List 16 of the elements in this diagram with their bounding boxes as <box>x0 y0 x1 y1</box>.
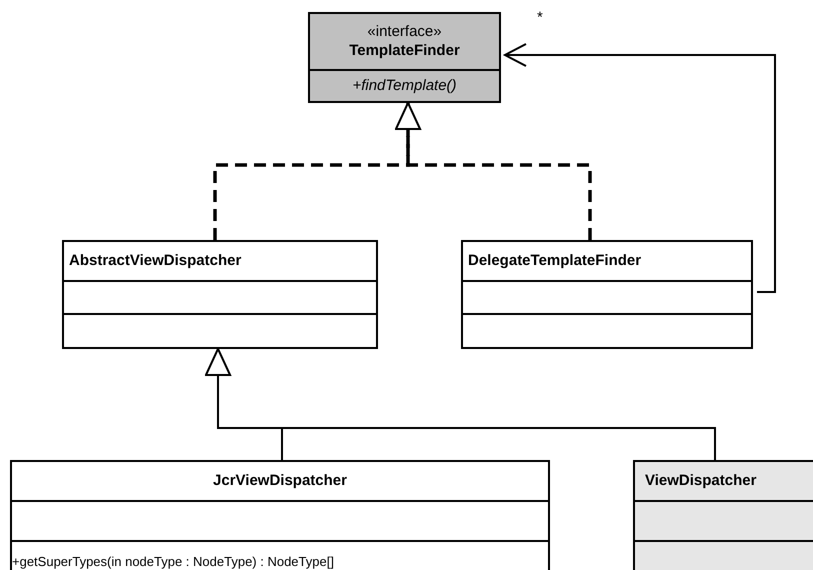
stereotype-label: «interface» <box>367 22 442 42</box>
class-name: AbstractViewDispatcher <box>69 252 242 270</box>
method-label: +findTemplate() <box>352 76 457 96</box>
class-box <box>10 460 550 570</box>
class-box <box>308 12 501 103</box>
realization-arrow <box>395 102 592 240</box>
class-name: ViewDispatcher <box>645 472 756 490</box>
method-label: +getSuperTypes(in nodeType : NodeType) : NodeType[] <box>12 554 334 570</box>
class-name: JcrViewDispatcher <box>213 472 347 490</box>
class-box <box>62 240 378 349</box>
class-name: TemplateFinder <box>349 42 460 60</box>
inheritance-arrow <box>205 348 716 460</box>
class-name: DelegateTemplateFinder <box>468 252 642 270</box>
class-box <box>633 460 813 570</box>
class-box <box>461 240 753 349</box>
association-arrow <box>504 43 776 293</box>
